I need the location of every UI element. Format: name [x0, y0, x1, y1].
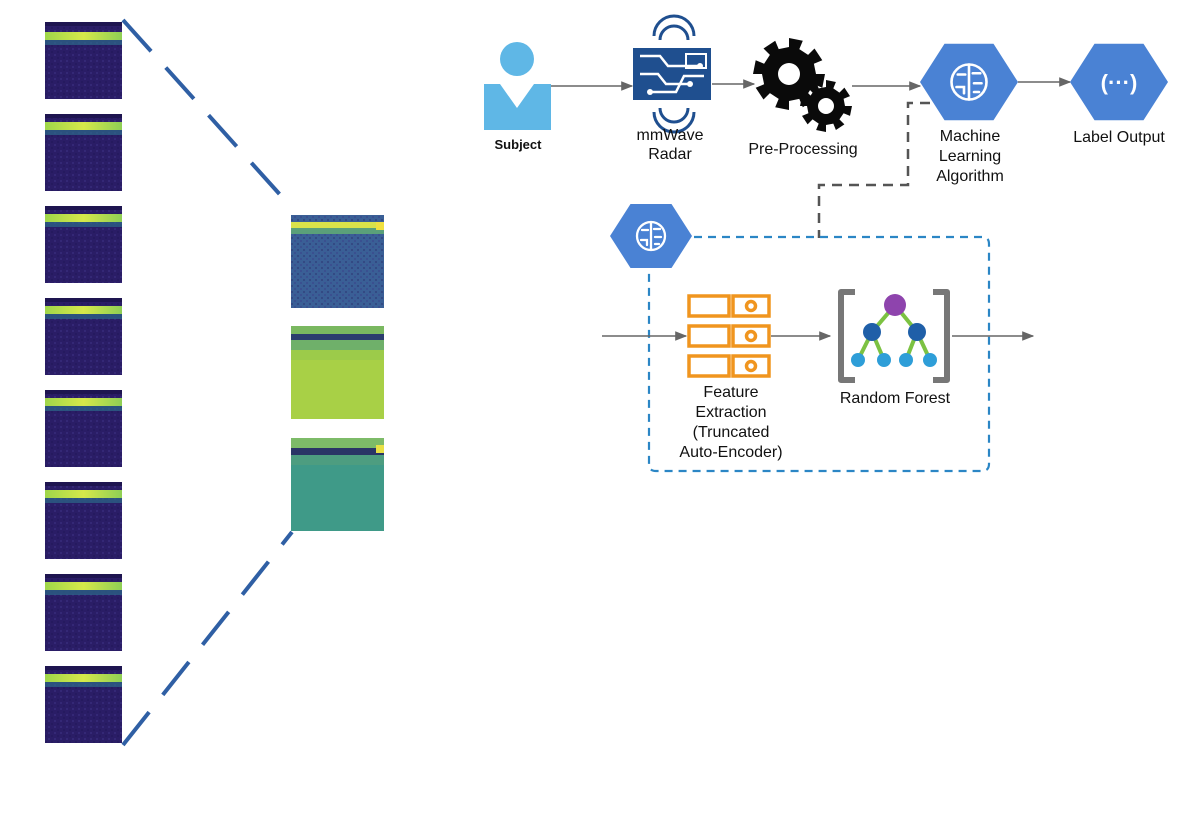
person-icon — [484, 42, 551, 130]
server-stack-icon — [687, 294, 771, 378]
output-glyph: (···) — [1101, 70, 1138, 95]
feature-label-line2: Extraction — [695, 404, 766, 421]
preprocessing-label: Pre-Processing — [748, 141, 857, 158]
api-braces-hexagon-icon: (···) — [1070, 43, 1168, 121]
detail-brain-hexagon-icon — [610, 204, 692, 268]
forest-label: Random Forest — [840, 390, 951, 407]
spectrogram-tile — [45, 22, 122, 99]
radar-label-line1: mmWave — [637, 127, 704, 144]
zoom-line-top — [121, 18, 294, 210]
decision-tree-icon — [838, 289, 950, 383]
detail-box-border — [647, 235, 991, 473]
ml-label-line3: Algorithm — [936, 168, 1004, 185]
ml-detail-connector — [817, 101, 930, 238]
spectrogram-tile — [45, 114, 122, 191]
spectrogram-tile — [45, 298, 122, 375]
brain-hexagon-icon — [920, 43, 1018, 121]
radar-label-line2: Radar — [648, 146, 692, 163]
feature-label-line3: (Truncated — [693, 424, 770, 441]
radar-chip-icon — [633, 14, 711, 134]
spectrogram-tile — [45, 390, 122, 467]
zoomed-tile-1 — [291, 215, 384, 308]
subject-label: Subject — [495, 137, 543, 152]
zoomed-tile-3 — [291, 438, 384, 531]
feature-label-line4: Auto-Encoder) — [679, 444, 782, 461]
feature-label-line1: Feature — [703, 384, 758, 401]
zoomed-tile-2 — [291, 326, 384, 419]
output-label: Label Output — [1073, 129, 1165, 146]
ml-label-line1: Machine — [940, 128, 1001, 145]
spectrogram-tile — [45, 482, 122, 559]
spectrogram-tile — [45, 666, 122, 743]
spectrogram-tile — [45, 574, 122, 651]
spectrogram-tile-column — [45, 22, 122, 743]
zoom-line-bottom — [121, 530, 294, 747]
gears-icon — [753, 38, 852, 132]
spectrogram-tile — [45, 206, 122, 283]
ml-label-line2: Learning — [939, 148, 1001, 165]
